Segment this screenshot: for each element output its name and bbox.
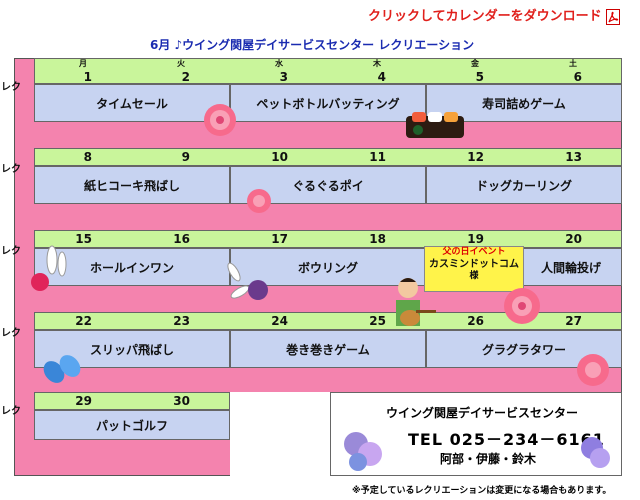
weekday-sat: 土 [569, 59, 577, 68]
day-number: 15 [75, 232, 92, 246]
activity-cell: ボウリング [230, 248, 426, 286]
rec-row-label: レク [1, 246, 21, 257]
activity-cell: ドッグカーリング [426, 166, 622, 204]
day-number: 10 [271, 150, 288, 164]
day-number: 25 [369, 314, 386, 328]
rec-row-label: レク [1, 164, 21, 175]
day-number: 13 [565, 150, 582, 164]
rose-icon [247, 189, 271, 213]
activity-cell: 巻き巻きゲーム [230, 330, 426, 368]
day-number: 12 [467, 150, 484, 164]
weekday-wed: 水 [275, 59, 283, 68]
weekday-fri: 金 [471, 59, 479, 68]
activity-cell: パットゴルフ [34, 410, 230, 440]
day-number: 19 [467, 232, 484, 246]
day-number: 24 [271, 314, 288, 328]
day-number: 4 [377, 70, 386, 84]
day-number: 11 [369, 150, 386, 164]
day-number: 2 [181, 70, 190, 84]
weekday-tue: 火 [177, 59, 185, 68]
event-line1: 父の日イベント [442, 247, 506, 257]
center-name: ウイング関屋デイサービスセンター [386, 406, 579, 420]
sushi-icon [406, 112, 464, 138]
download-calendar-link[interactable]: クリックしてカレンダーをダウンロード [368, 9, 602, 24]
fathers-day-event: 父の日イベント カスミンドットコム 様 [424, 246, 524, 292]
day-number: 6 [573, 70, 582, 84]
activity-cell: 寿司詰めゲーム [426, 84, 622, 122]
day-number: 8 [83, 150, 92, 164]
rec-row-label: レク [1, 82, 21, 93]
staff-names: 阿部・伊藤・鈴木 [440, 452, 537, 466]
day-number: 1 [83, 70, 92, 84]
day-number: 30 [173, 394, 190, 408]
day-number: 27 [565, 314, 582, 328]
event-line2: カスミンドットコム [429, 259, 519, 270]
day-number: 9 [181, 150, 190, 164]
week1-header [34, 58, 622, 84]
rose-icon [504, 288, 540, 324]
weekday-mon: 月 [79, 59, 87, 68]
bowling-pins-icon [31, 245, 67, 291]
week4-header [34, 312, 622, 330]
rose-icon [577, 354, 609, 386]
week5-header [34, 392, 230, 410]
activity-cell: 紙ヒコーキ飛ばし [34, 166, 230, 204]
slippers-icon [43, 355, 81, 383]
day-number: 17 [271, 232, 288, 246]
event-line3: 様 [469, 271, 479, 281]
day-number: 16 [173, 232, 190, 246]
empty-area [230, 392, 330, 476]
page-title: 6月 ♪ウイング関屋デイサービスセンター レクリエーション [150, 38, 475, 52]
guitar-player-icon [396, 278, 436, 326]
rec-row-label: レク [1, 328, 21, 339]
pdf-glyph [608, 11, 619, 23]
day-number: 20 [565, 232, 582, 246]
day-number: 23 [173, 314, 190, 328]
hydrangea-icon [344, 432, 382, 471]
footnote: ※予定しているレクリエーションは変更になる場合もあります。 [352, 486, 612, 496]
hydrangea-icon [581, 437, 610, 468]
day-number: 3 [279, 70, 288, 84]
week3-header [34, 230, 622, 248]
day-number: 18 [369, 232, 386, 246]
day-number: 22 [75, 314, 92, 328]
activity-cell: ペットボトルバッティング [230, 84, 426, 122]
day-number: 5 [475, 70, 484, 84]
day-number: 26 [467, 314, 484, 328]
phone-number: TEL 025－234－6161 [408, 430, 605, 449]
rec-row-label: レク [1, 406, 21, 417]
pdf-icon[interactable] [606, 9, 620, 25]
activity-cell: タイムセール [34, 84, 230, 122]
week2-header [34, 148, 622, 166]
rose-icon [204, 104, 236, 136]
weekday-thu: 木 [373, 59, 381, 68]
day-number: 29 [75, 394, 92, 408]
bowling-icon [227, 262, 268, 300]
